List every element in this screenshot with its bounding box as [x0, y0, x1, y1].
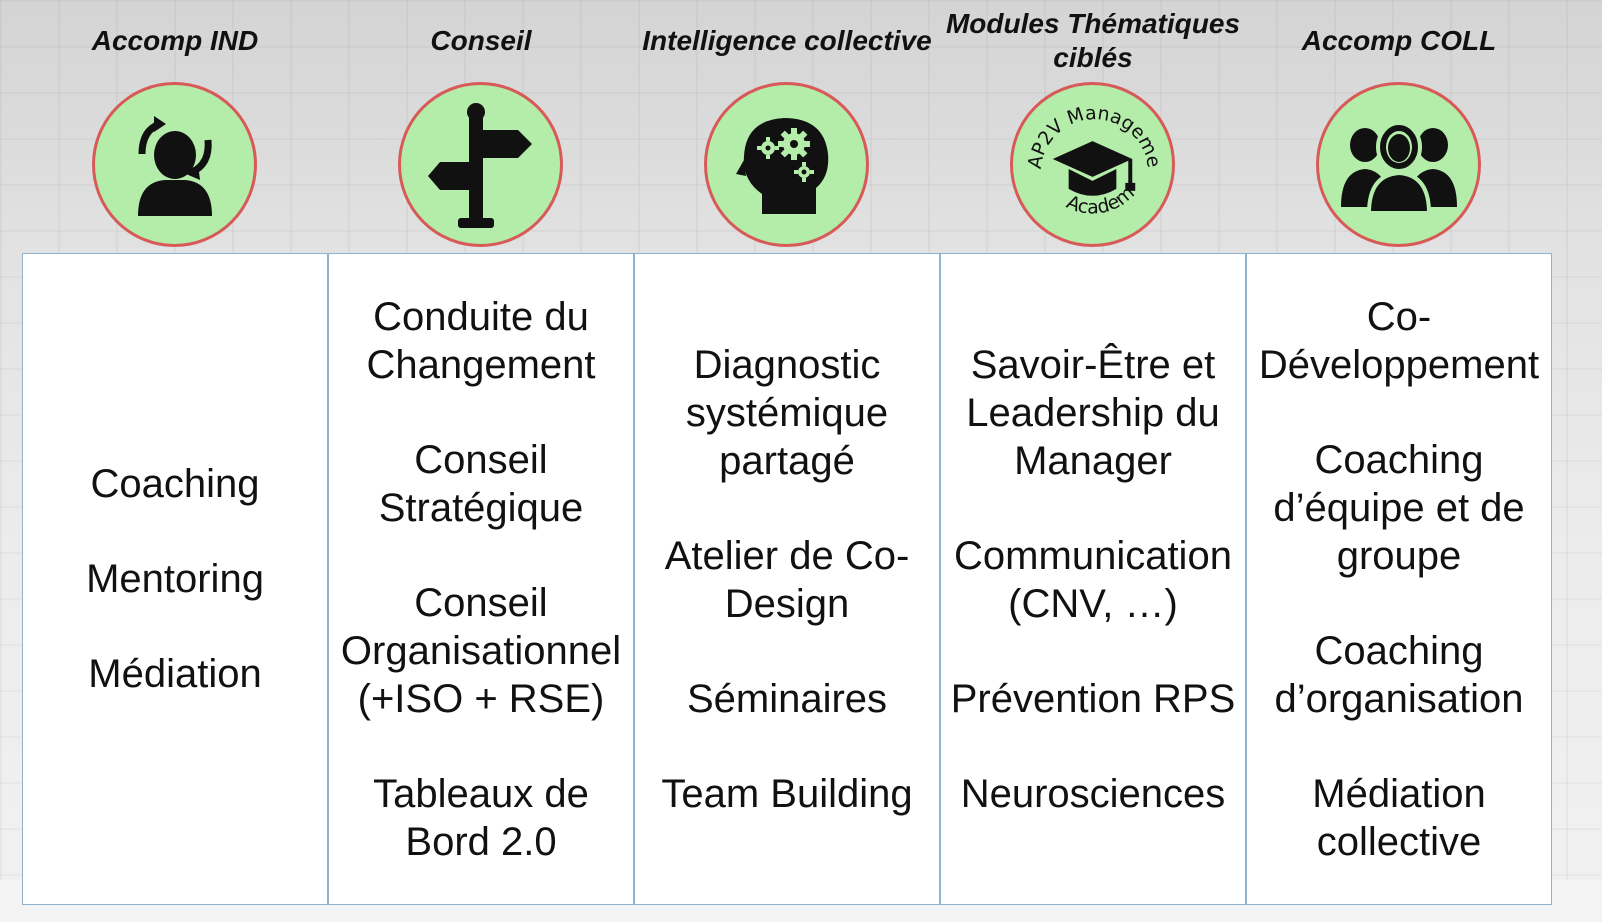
column-title: Accomp IND — [91, 25, 259, 56]
list-item: Diagnostic systémique partagé — [685, 342, 889, 483]
column-title: Accomp COLL — [1301, 25, 1497, 56]
head-gears-icon — [704, 82, 869, 247]
academy-seal: AP2V Management Academy — [1010, 82, 1175, 247]
list-item: Séminaires — [686, 676, 888, 721]
list-item: Coaching — [90, 462, 260, 506]
content-box: Savoir-Être et Leadership du Manager Com… — [940, 253, 1246, 905]
list-item: Team Building — [661, 771, 913, 816]
list-item: Prévention RPS — [950, 676, 1236, 721]
graduation-cap-icon — [1052, 140, 1136, 196]
list-item: Médiation collective — [1312, 771, 1486, 864]
list-item: Savoir-Être et Leadership du Manager — [966, 342, 1220, 483]
column-title: Modules Thématiques ciblés — [945, 8, 1241, 73]
content-box: Diagnostic systémique partagé Atelier de… — [634, 253, 940, 905]
column-accomp-coll: Accomp COLL Co-Développement Coaching d’… — [1246, 0, 1552, 905]
list-item: Conseil Stratégique — [378, 437, 584, 530]
list-item: Communication (CNV, …) — [954, 533, 1232, 626]
list-item: Atelier de Co-Design — [664, 533, 910, 626]
list-item: Co-Développement — [1258, 294, 1540, 387]
column-modules-thematiques: Modules Thématiques ciblés AP2V Manageme… — [940, 0, 1246, 905]
list-item: Coaching d’équipe et de groupe — [1273, 437, 1525, 578]
list-item: Médiation — [88, 652, 262, 696]
signpost-icon — [398, 82, 563, 247]
column-accomp-ind: Accomp IND Coaching Mentoring Médiation — [22, 0, 328, 905]
list-item: Coaching d’organisation — [1274, 628, 1524, 721]
list-item: Neurosciences — [960, 771, 1226, 816]
list-item: Conduite du Changement — [366, 294, 596, 387]
list-item: Tableaux de Bord 2.0 — [373, 771, 589, 864]
list-item: Conseil Organisationnel (+ISO + RSE) — [340, 580, 622, 721]
content-box: Conduite du Changement Conseil Stratégiq… — [328, 253, 634, 905]
column-conseil: Conseil Conduite du Changement Conseil S… — [328, 0, 634, 905]
group-icon — [1316, 82, 1481, 247]
content-box: Coaching Mentoring Médiation — [22, 253, 328, 905]
content-box: Co-Développement Coaching d’équipe et de… — [1246, 253, 1552, 905]
column-title: Conseil — [430, 25, 532, 56]
list-item: Mentoring — [86, 557, 264, 601]
person-rotation-icon — [92, 82, 257, 247]
column-title: Intelligence collective — [642, 25, 932, 56]
column-intelligence-collective: Intelligence collective — [634, 0, 940, 905]
